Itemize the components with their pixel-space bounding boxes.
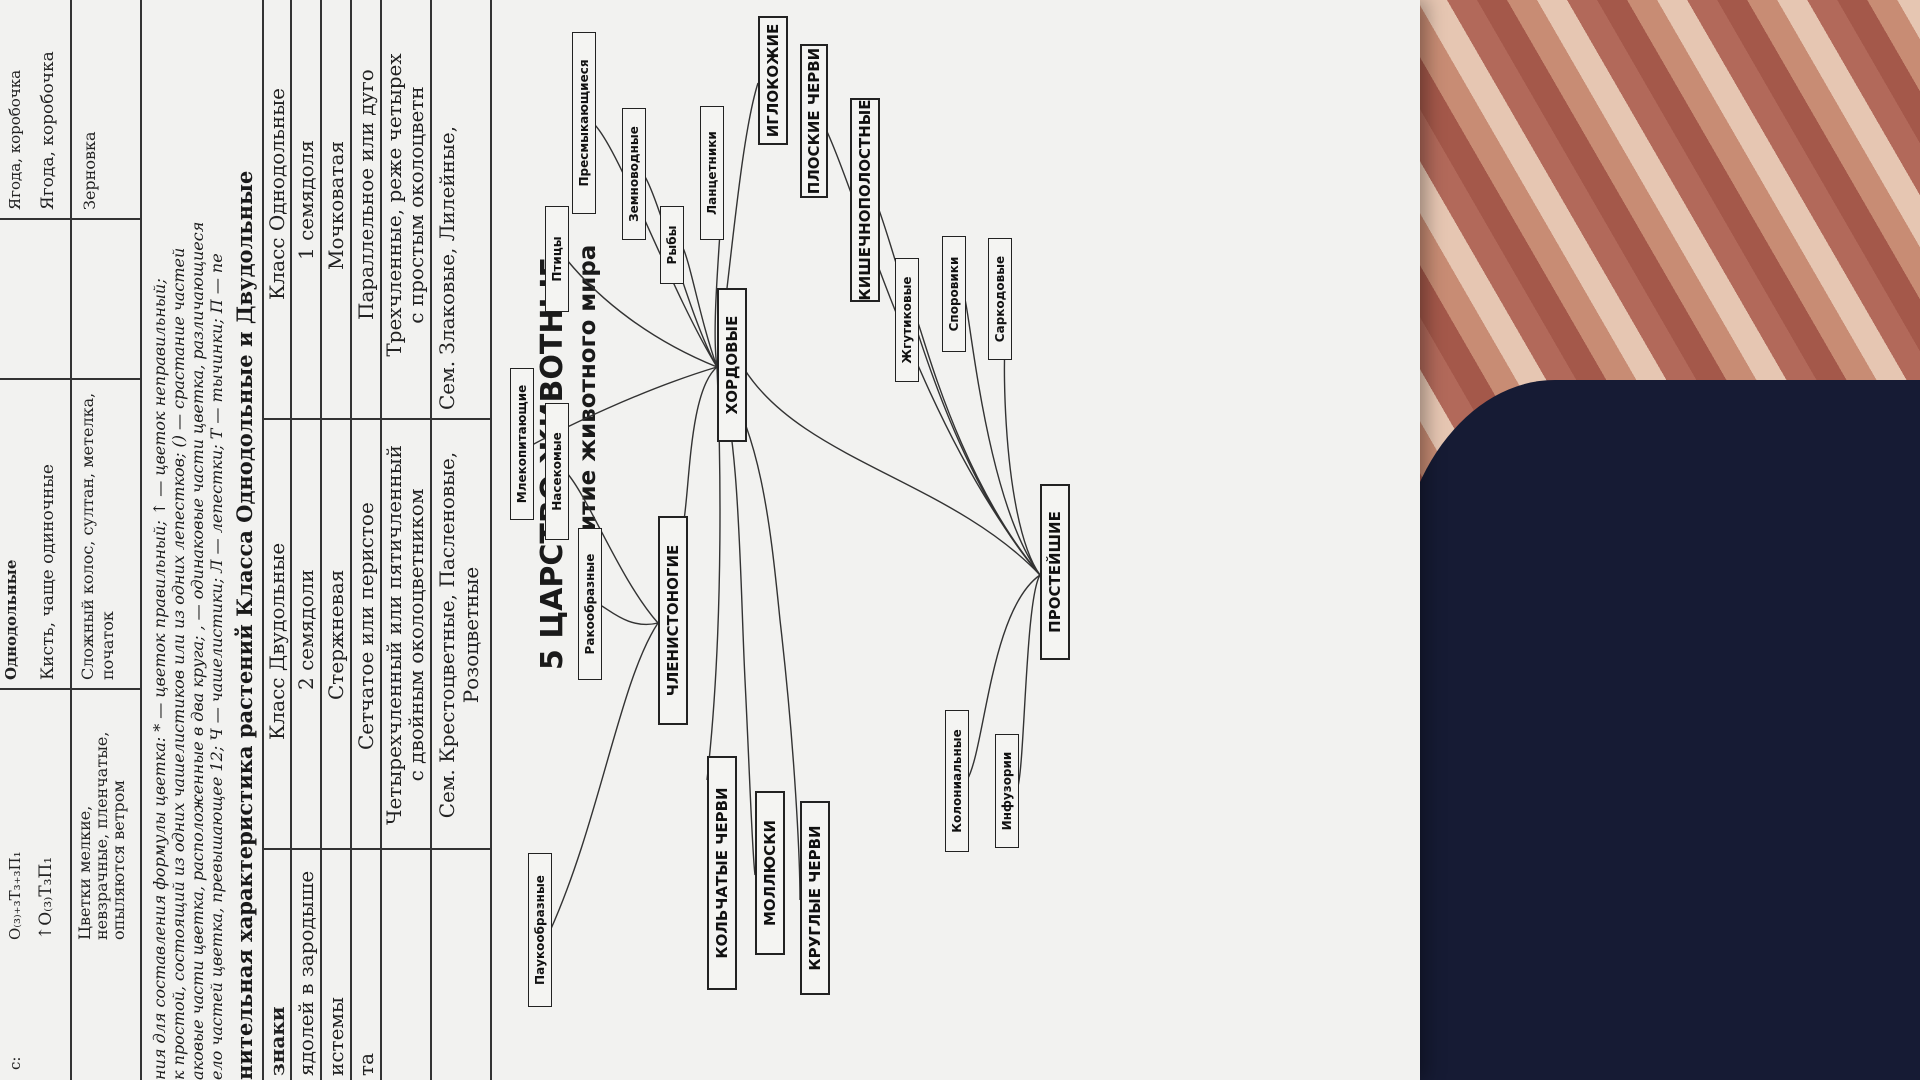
node-nasekomye: Насекомые bbox=[545, 403, 569, 540]
node-rakoobraznye: Ракообразные bbox=[578, 528, 602, 680]
tree-branch-line bbox=[1017, 575, 1040, 790]
node-chlenistonogie: ЧЛЕНИСТОНОГИЕ bbox=[658, 516, 688, 725]
tree-branch-line bbox=[594, 124, 717, 367]
tree-branch-line bbox=[743, 367, 1040, 575]
tree-branch-line bbox=[684, 367, 717, 520]
node-kolonialnye: Колониальные bbox=[945, 710, 969, 852]
page-content: с: O₍₃₎₊₃T₃₊₃П₁ Однодольные Ягода, короб… bbox=[0, 0, 1420, 1080]
background-dark-cloth bbox=[1395, 380, 1920, 1080]
paper-sheet: с: O₍₃₎₊₃T₃₊₃П₁ Однодольные Ягода, короб… bbox=[0, 0, 1420, 1080]
node-zemnovodnye: Земноводные bbox=[622, 108, 646, 240]
node-iglokozhie: ИГЛОКОЖИЕ bbox=[758, 16, 788, 145]
tree-branch-line bbox=[682, 246, 717, 367]
node-mlekopitayushchie: Млекопитающие bbox=[510, 368, 534, 520]
node-sarkodovye: Саркодовые bbox=[988, 238, 1012, 360]
node-kolchatye-chervi: КОЛЬЧАТЫЕ ЧЕРВИ bbox=[707, 756, 737, 990]
node-hordovye: ХОРДОВЫЕ bbox=[717, 288, 747, 442]
tree-branch-line bbox=[600, 605, 658, 624]
node-paukoobraznye: Паукообразные bbox=[528, 853, 552, 1007]
node-prosteyshie: ПРОСТЕЙШИЕ bbox=[1040, 484, 1070, 660]
tree-branch-line bbox=[917, 320, 1040, 575]
node-infuzorii: Инфузории bbox=[995, 734, 1019, 848]
node-ptitsy: Птицы bbox=[545, 206, 569, 312]
node-kruglye-chervi: КРУГЛЫЕ ЧЕРВИ bbox=[800, 801, 830, 995]
node-ploskie-chervi: ПЛОСКИЕ ЧЕРВИ bbox=[800, 44, 828, 198]
node-zhgutikovye: Жгутиковые bbox=[895, 258, 919, 382]
tree-branch-line bbox=[550, 623, 658, 931]
node-mollyuski: МОЛЛЮСКИ bbox=[755, 791, 785, 955]
node-lantsetniki: Ланцетники bbox=[700, 106, 724, 240]
node-presmykayushchiesya: Пресмыкающиеся bbox=[572, 32, 596, 214]
node-ryby: Рыбы bbox=[660, 206, 684, 284]
node-kishechnopolostnye: КИШЕЧНОПОЛОСТНЫЕ bbox=[850, 98, 880, 302]
node-sporoviki: Споровики bbox=[942, 236, 966, 352]
